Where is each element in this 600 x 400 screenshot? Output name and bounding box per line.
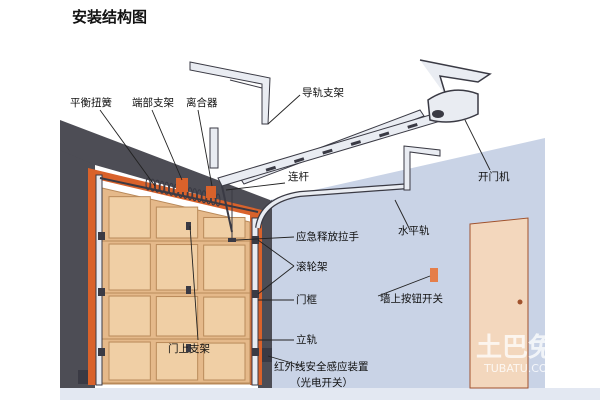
front-wall-left (60, 135, 95, 388)
door-panel (108, 295, 151, 337)
door-panels (102, 196, 250, 384)
door-panel (108, 341, 151, 381)
label-roller-bracket: 滚轮架 (296, 260, 328, 273)
emergency-release-handle (228, 238, 236, 242)
side-door-knob (517, 299, 523, 305)
opener-rail-ticks (265, 122, 418, 172)
label-emergency-release: 应急释放拉手 (296, 230, 359, 243)
end-bracket-left (176, 178, 188, 192)
rail-hanger-clip (265, 165, 277, 172)
spring-coil (154, 179, 160, 193)
spring-coil (145, 177, 151, 191)
watermark-logo: 土巴兔 (476, 333, 554, 363)
label-top-bracket: 门上支架 (168, 342, 210, 355)
ceiling-bracket-3 (209, 127, 219, 169)
connecting-rod (221, 185, 233, 233)
spring-coil (215, 193, 221, 207)
rail-hanger-clip (407, 122, 418, 129)
label-clutch: 离合器 (186, 96, 218, 109)
spring-coil (168, 182, 174, 196)
rail-hanger-clip (378, 131, 390, 138)
label-ir-sensor-note: （光电开关） (290, 376, 353, 389)
side-door (469, 217, 529, 389)
ir-sensor-right (262, 348, 272, 362)
label-vertical-rail: 立轨 (296, 333, 317, 346)
door-panel (155, 296, 199, 337)
rail-hanger-clip (322, 148, 333, 155)
vertical-rail-right (251, 217, 259, 386)
end-bracket-center (206, 186, 216, 198)
label-ir-sensor: 红外线安全感应装置 (274, 360, 369, 373)
label-balance-spring: 平衡扭簧 (70, 96, 112, 109)
door-panel (155, 244, 199, 291)
spring-coil (187, 187, 193, 201)
rail-hanger-clip (350, 140, 362, 146)
roller-brackets (98, 222, 259, 356)
spring-coil (192, 188, 198, 202)
spring-coil (164, 181, 170, 195)
door-panel (108, 243, 151, 291)
door-panel (203, 244, 246, 291)
rail-hanger-clip (293, 157, 305, 164)
door-panel (203, 342, 246, 381)
label-rail-bracket: 导轨支架 (302, 86, 344, 99)
floor (60, 388, 600, 400)
wall-button-switch (430, 268, 438, 282)
label-connecting-rod: 连杆 (288, 170, 309, 183)
front-wall-lintel (60, 120, 270, 215)
ceiling-bracket-2 (229, 79, 263, 89)
page-title: 安装结构图 (72, 8, 148, 26)
door-panel (108, 196, 151, 239)
watermark-url: TUBATU.COM (483, 362, 557, 375)
label-wall-button: 墙上按钮开关 (380, 292, 443, 305)
leader-lines (99, 94, 491, 367)
label-opener: 开门机 (478, 170, 510, 183)
spring-coil (159, 180, 165, 194)
ir-sensor-left (78, 370, 88, 384)
label-end-bracket: 端部支架 (132, 96, 174, 109)
door-panel (203, 216, 246, 239)
label-door-frame: 门框 (296, 293, 317, 306)
wall-bracket (403, 145, 441, 191)
door-panel (155, 206, 199, 239)
vertical-rail-left (95, 174, 103, 386)
door-panel (203, 296, 246, 337)
horizontal-rail-right-fill (256, 184, 411, 229)
ceiling-bracket-1 (189, 61, 271, 125)
opener-light (432, 110, 444, 118)
opener-hanger (419, 59, 492, 97)
label-horizontal-rail: 水平轨 (398, 224, 430, 237)
spring-coil (196, 189, 202, 203)
